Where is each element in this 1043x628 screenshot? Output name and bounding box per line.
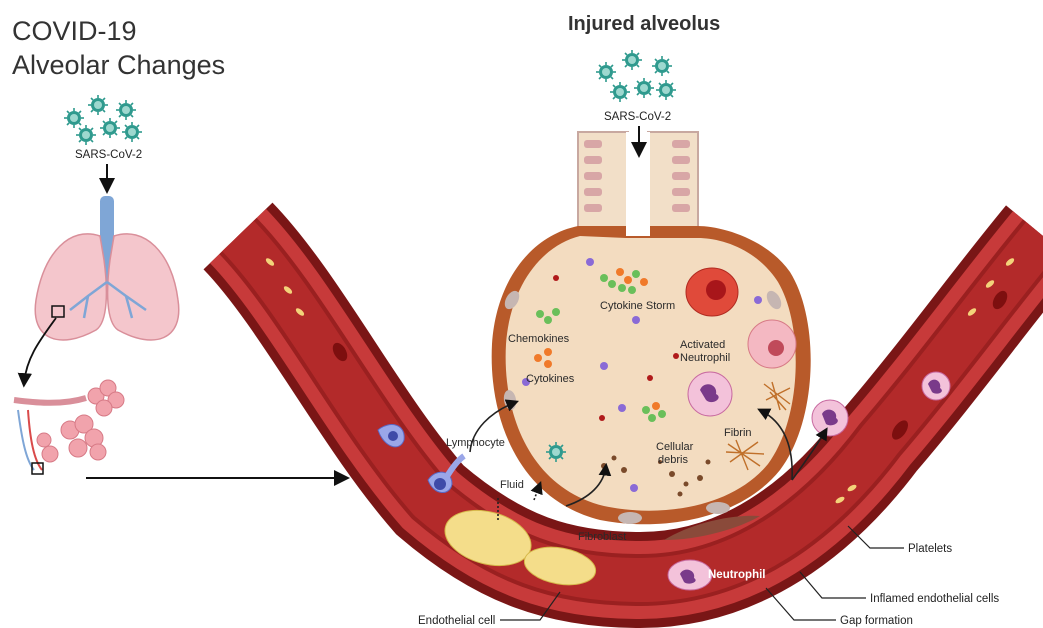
title-line-2: Alveolar Changes bbox=[12, 50, 225, 80]
inflamed-endothelial-cells-label: Inflamed endothelial cells bbox=[870, 593, 999, 605]
virus-icon bbox=[64, 95, 142, 145]
fibrin-label: Fibrin bbox=[724, 427, 752, 439]
lung-icon bbox=[35, 196, 179, 340]
alveoli-cluster-icon bbox=[14, 380, 124, 474]
sars-cov-2-label-top: SARS-CoV-2 bbox=[604, 111, 671, 123]
lymphocyte-label: Lymphocyte bbox=[446, 437, 505, 449]
chemokines-label: Chemokines bbox=[508, 333, 570, 345]
sars-cov-2-label-left: SARS-CoV-2 bbox=[75, 149, 142, 161]
gap-formation-label: Gap formation bbox=[840, 615, 913, 627]
endothelial-cell-label: Endothelial cell bbox=[418, 615, 495, 627]
fluid-label: Fluid bbox=[500, 479, 524, 491]
inflamed-cells-callout-line bbox=[800, 572, 866, 598]
cellular-debris-label-2: debris bbox=[658, 454, 688, 466]
cytokines-label: Cytokines bbox=[526, 373, 575, 385]
virus-icon bbox=[546, 442, 566, 462]
virus-icon bbox=[596, 50, 676, 102]
fibroblast-label: Fibroblast bbox=[578, 531, 626, 543]
title-line-1: COVID-19 bbox=[12, 16, 137, 46]
cytokine-storm-label: Cytokine Storm bbox=[600, 300, 675, 312]
injured-alveolus-heading: Injured alveolus bbox=[568, 13, 720, 35]
neutrophil-label: Neutrophil bbox=[708, 569, 766, 581]
activated-neutrophil-label-1: Activated bbox=[680, 339, 725, 351]
activated-neutrophil-label-2: Neutrophil bbox=[680, 352, 730, 364]
cellular-debris-label-1: Cellular bbox=[656, 441, 694, 453]
platelets-label: Platelets bbox=[908, 543, 952, 555]
